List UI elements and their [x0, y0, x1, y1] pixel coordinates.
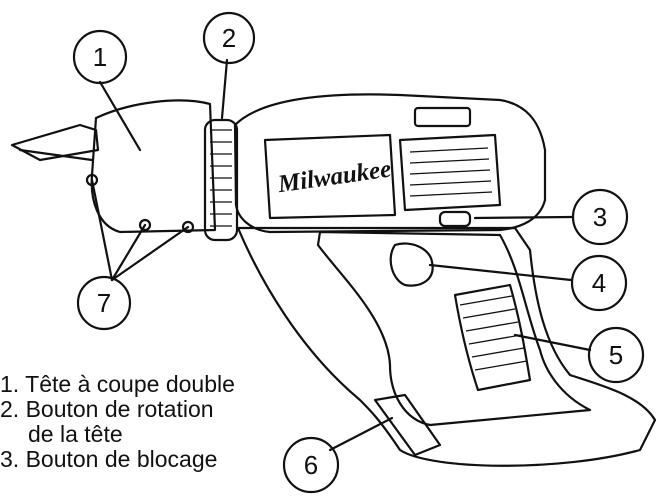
- legend-item-number: 2.: [0, 396, 20, 422]
- handle: [236, 226, 657, 467]
- callout-6-label: 6: [304, 450, 318, 480]
- callout-5-label: 5: [609, 340, 623, 370]
- parts-legend: 1. Tête à coupe double 2. Bouton de rota…: [0, 372, 235, 472]
- callout-1-label: 1: [93, 42, 107, 72]
- callout-3: 3: [571, 188, 629, 246]
- legend-item-3: 3. Bouton de blocage: [0, 447, 235, 472]
- callout-3-label: 3: [593, 202, 607, 232]
- legend-item-1: 1. Tête à coupe double: [0, 372, 235, 397]
- legend-item-text: Tête à coupe double: [25, 371, 235, 397]
- cutting-head: [10, 99, 217, 234]
- callout-2-label: 2: [222, 23, 236, 53]
- callout-2: 2: [202, 11, 256, 65]
- leader-lines: [90, 58, 592, 452]
- brand-logo: Milwaukee: [275, 156, 393, 199]
- legend-item-2-continuation: de la tête: [28, 421, 123, 447]
- lock-button: [438, 210, 472, 228]
- callout-1: 1: [72, 29, 128, 85]
- callout-7: 7: [76, 275, 132, 331]
- callout-7-label: 7: [97, 288, 111, 318]
- callout-6: 6: [282, 436, 340, 494]
- legend-item-number: 1.: [0, 371, 20, 397]
- callout-4: 4: [570, 254, 628, 312]
- legend-item-number: 3.: [0, 446, 20, 472]
- motor-body: Milwaukee: [233, 93, 547, 234]
- rotation-collar: [203, 118, 239, 242]
- legend-item-text: Bouton de blocage: [25, 446, 218, 472]
- callout-5: 5: [587, 326, 645, 384]
- callout-4-label: 4: [592, 268, 606, 298]
- legend-item-2: 2. Bouton de rotation: [0, 397, 235, 422]
- legend-item-text: Bouton de rotation: [25, 396, 214, 422]
